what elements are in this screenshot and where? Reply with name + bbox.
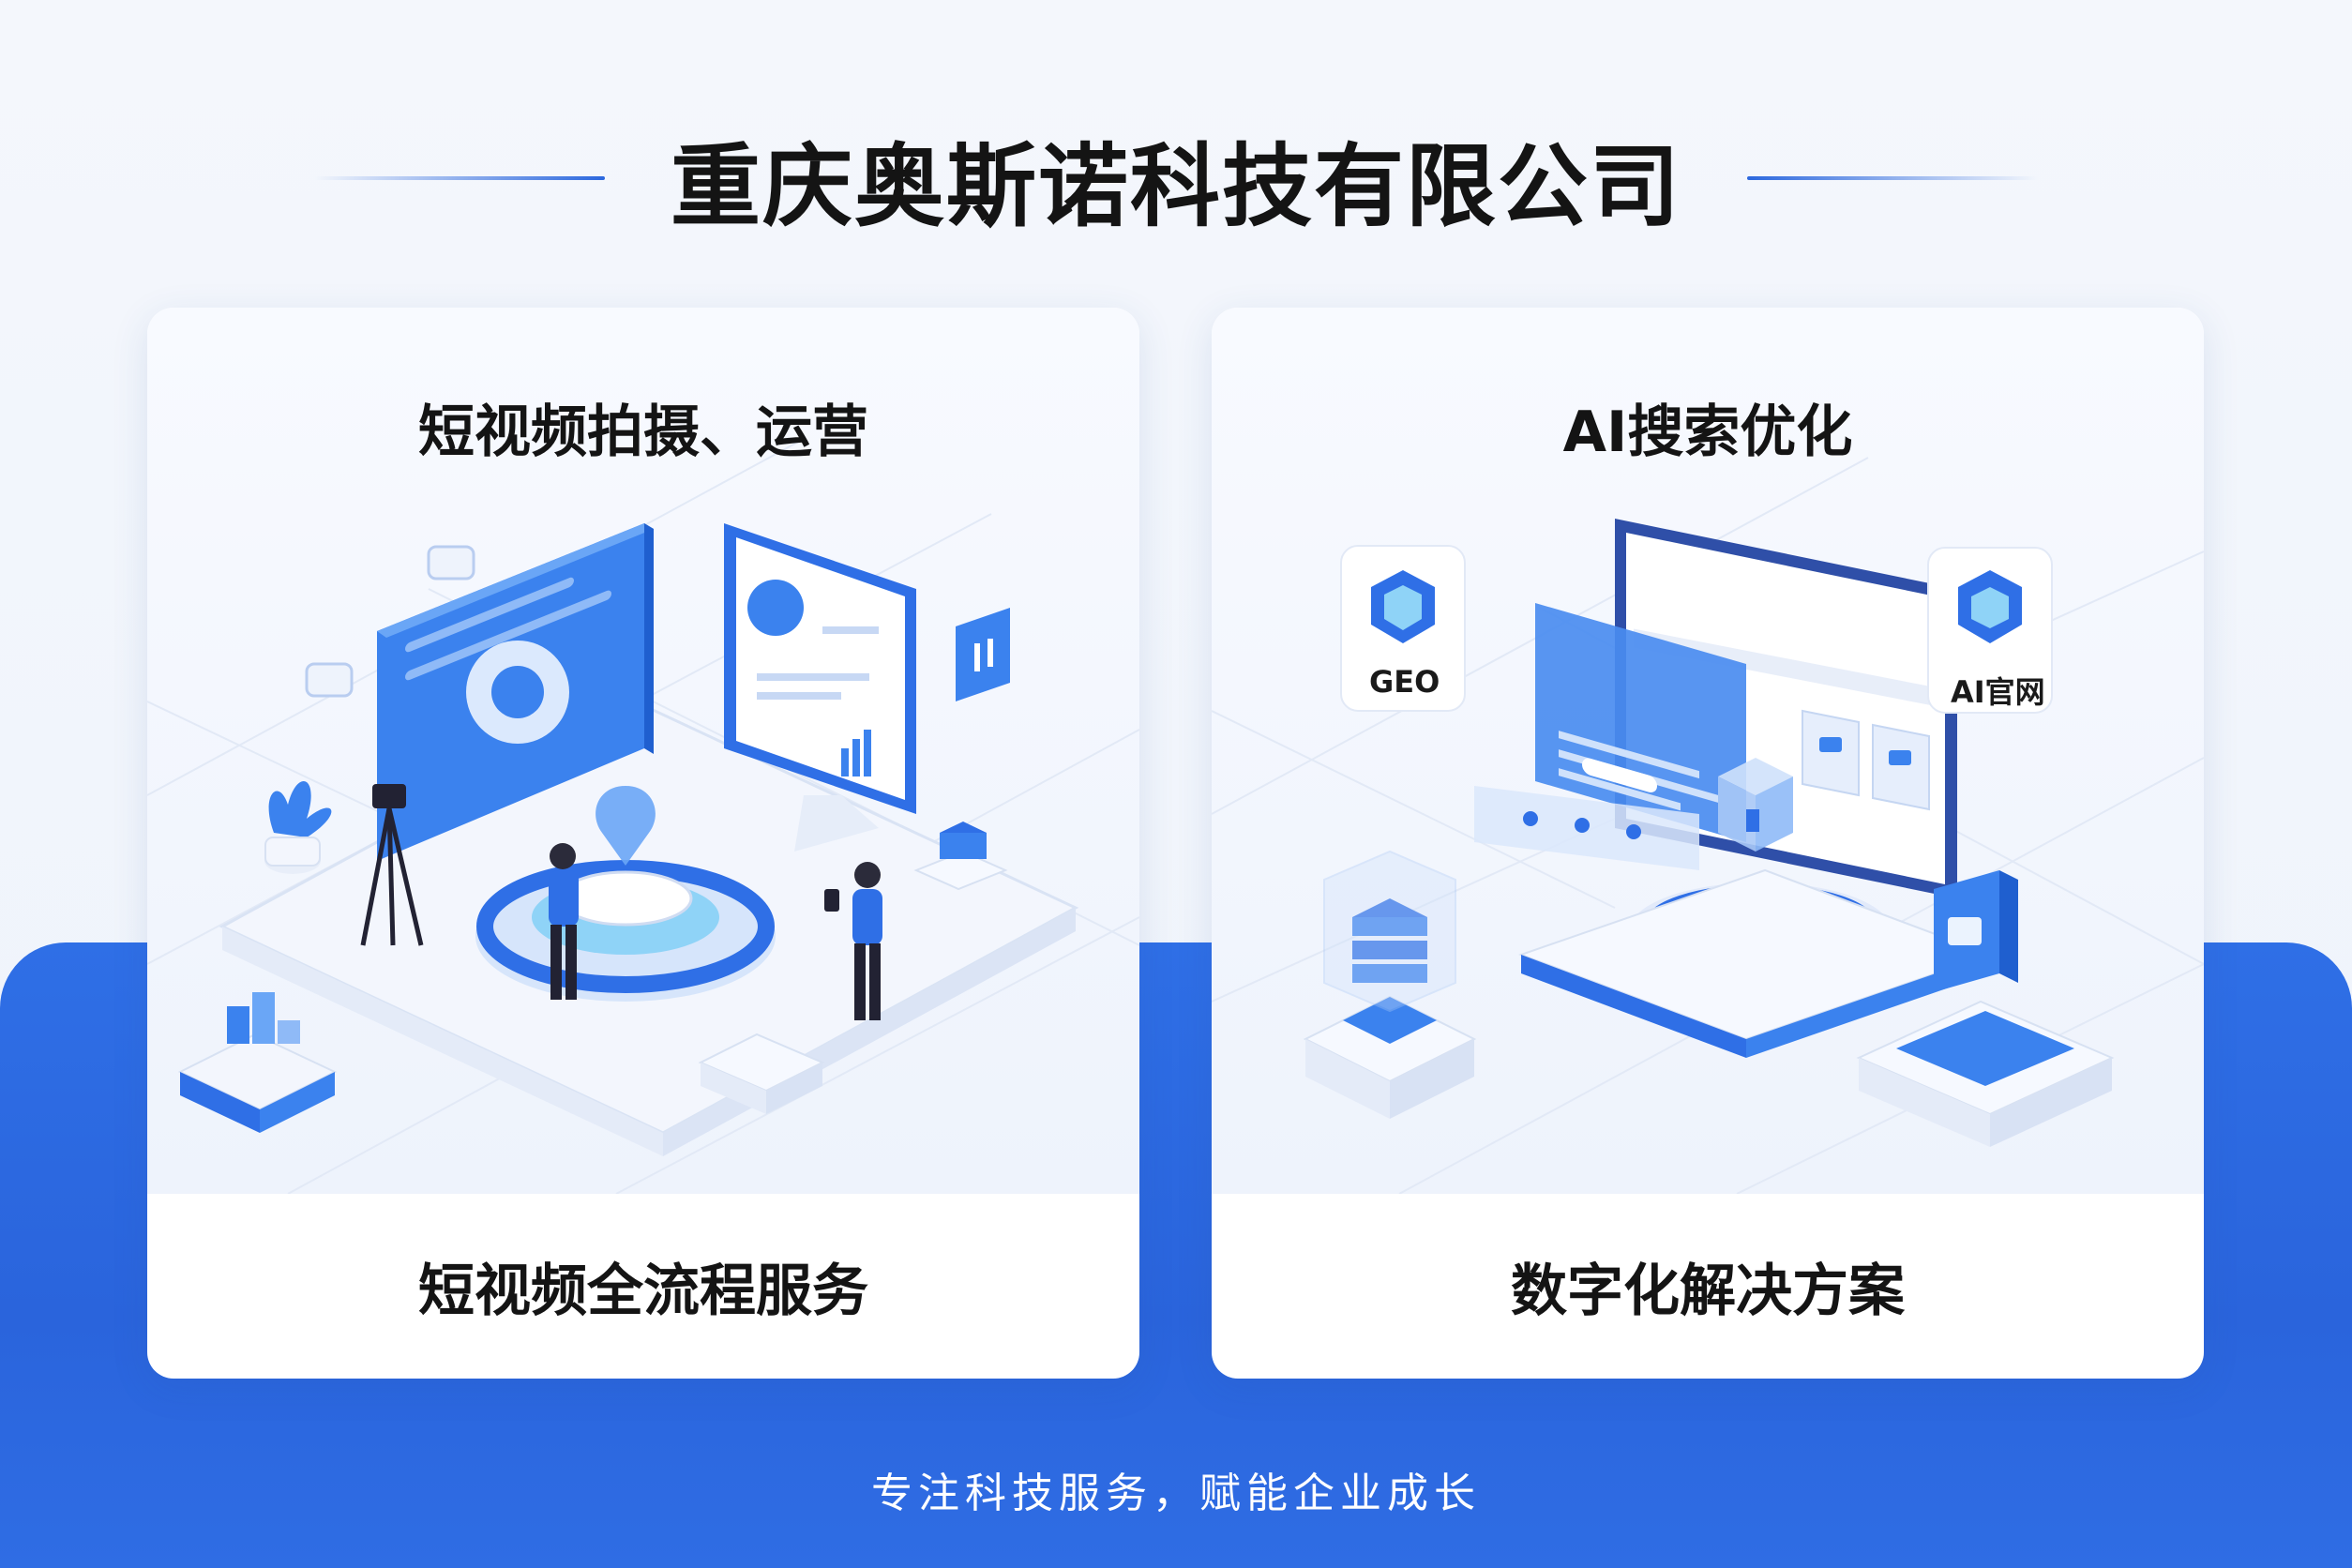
pause-icon bbox=[956, 608, 1010, 701]
person-right bbox=[824, 862, 882, 1020]
footer-slogan: 专注科技服务，赋能企业成长 bbox=[871, 1470, 1481, 1517]
layers-icon bbox=[177, 992, 338, 1133]
ai-search-illustration: AI搜索优化 GEO AI官网 bbox=[1212, 308, 2204, 1194]
short-video-scene bbox=[147, 438, 1139, 1194]
phone-icon bbox=[824, 889, 839, 912]
plant-icon bbox=[264, 780, 332, 874]
camera-icon bbox=[360, 784, 424, 946]
folder-icon bbox=[1856, 870, 2115, 1147]
person-left bbox=[549, 843, 579, 1000]
card-caption: 数字化解决方案 bbox=[1511, 1259, 1905, 1324]
chat-bubble-icon bbox=[305, 662, 354, 698]
chat-bubble-icon bbox=[427, 545, 475, 580]
short-video-illustration: 短视频拍摄、运营 bbox=[147, 308, 1139, 1194]
header-rule-left bbox=[314, 176, 605, 180]
header-rule-right bbox=[1747, 176, 2038, 180]
location-pin-icon bbox=[596, 786, 656, 866]
card-caption: 短视频全流程服务 bbox=[418, 1259, 868, 1324]
base-platform-side bbox=[222, 927, 663, 1156]
ai-website-tag-label: AI官网 bbox=[1951, 674, 2045, 710]
geo-tag-label: GEO bbox=[1369, 664, 1440, 700]
card-heading: AI搜索优化 bbox=[1562, 400, 1853, 465]
bar-chart-icon bbox=[841, 730, 871, 776]
ai-search-scene bbox=[1212, 457, 2204, 1194]
layers-icon bbox=[1303, 850, 1477, 1119]
service-card-ai-search[interactable]: AI搜索优化 GEO AI官网 数字化解决方案 bbox=[1212, 308, 2204, 1379]
page-header: 重庆奥斯诺科技有限公司 bbox=[0, 122, 2352, 239]
card-heading: 短视频拍摄、运营 bbox=[418, 400, 868, 465]
page-title: 重庆奥斯诺科技有限公司 bbox=[671, 133, 1681, 239]
service-card-short-video[interactable]: 短视频拍摄、运营 短视频全流程服务 bbox=[147, 308, 1139, 1379]
